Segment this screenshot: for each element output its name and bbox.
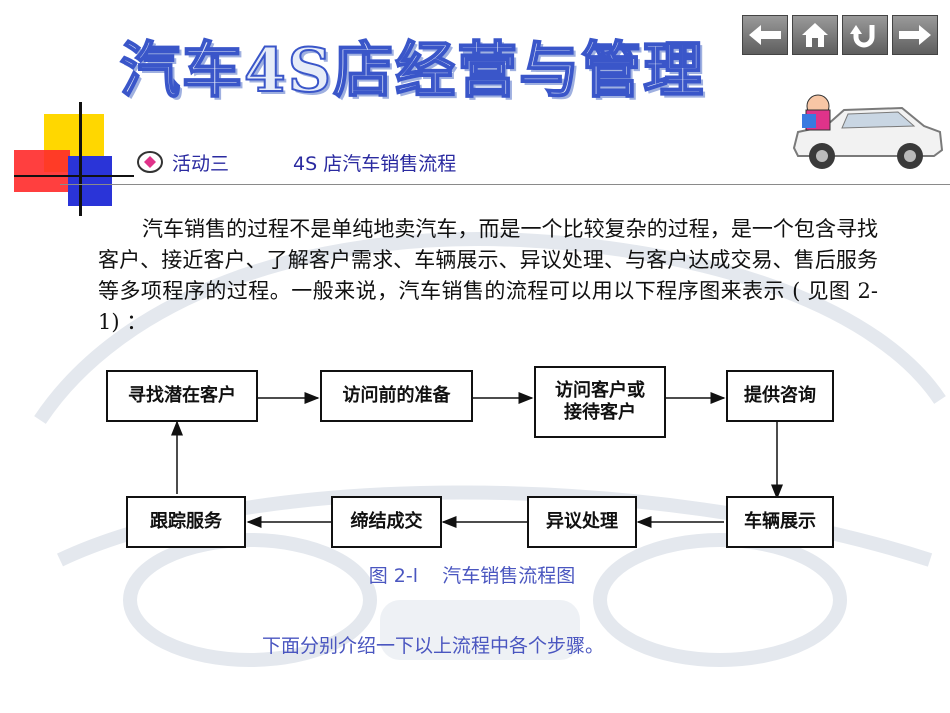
sales-flowchart: 寻找潜在客户 访问前的准备 访问客户或接待客户 提供咨询 车辆展示 异议处理 缔… (100, 360, 860, 560)
section-divider (60, 184, 950, 185)
activity-label: 活动三 (172, 149, 229, 176)
node-consultation: 提供咨询 (726, 370, 834, 422)
node-find-prospects: 寻找潜在客户 (106, 370, 258, 422)
figure-number: 图 2-l (369, 565, 418, 587)
arrow-left-icon (747, 23, 783, 47)
bullet-emblem-icon (136, 150, 166, 174)
home-icon (800, 21, 830, 49)
decor-vertical-line (79, 102, 82, 216)
slide-navigation (742, 15, 938, 55)
return-icon (850, 21, 880, 49)
arrow-right-icon (897, 23, 933, 47)
figure-caption: 图 2-l 汽车销售流程图 (352, 563, 592, 589)
page-title: 汽车4S店经营与管理 (120, 22, 705, 109)
topic-label: 4S 店汽车销售流程 (293, 149, 456, 176)
figure-title: 汽车销售流程图 (442, 565, 575, 587)
car-clipart (786, 92, 946, 180)
next-button[interactable] (892, 15, 938, 55)
return-button[interactable] (842, 15, 888, 55)
decor-blue-square (68, 156, 112, 206)
intro-paragraph: 汽车销售的过程不是单纯地卖汽车，而是一个比较复杂的过程，是一个包含寻找客户、接近… (98, 214, 878, 338)
node-visit-or-receive-customer: 访问客户或接待客户 (534, 366, 666, 438)
section-subheading: 活动三 4S 店汽车销售流程 (136, 148, 456, 176)
decor-red-square (14, 150, 70, 192)
decor-horizontal-line (14, 175, 134, 177)
node-close-deal: 缔结成交 (331, 496, 442, 548)
home-button[interactable] (792, 15, 838, 55)
node-pre-visit-preparation: 访问前的准备 (320, 370, 473, 422)
node-objection-handling: 异议处理 (527, 496, 637, 548)
node-follow-up-service: 跟踪服务 (126, 496, 246, 548)
footer-note: 下面分别介绍一下以上流程中各个步骤。 (262, 631, 604, 658)
prev-button[interactable] (742, 15, 788, 55)
node-vehicle-display: 车辆展示 (726, 496, 834, 548)
